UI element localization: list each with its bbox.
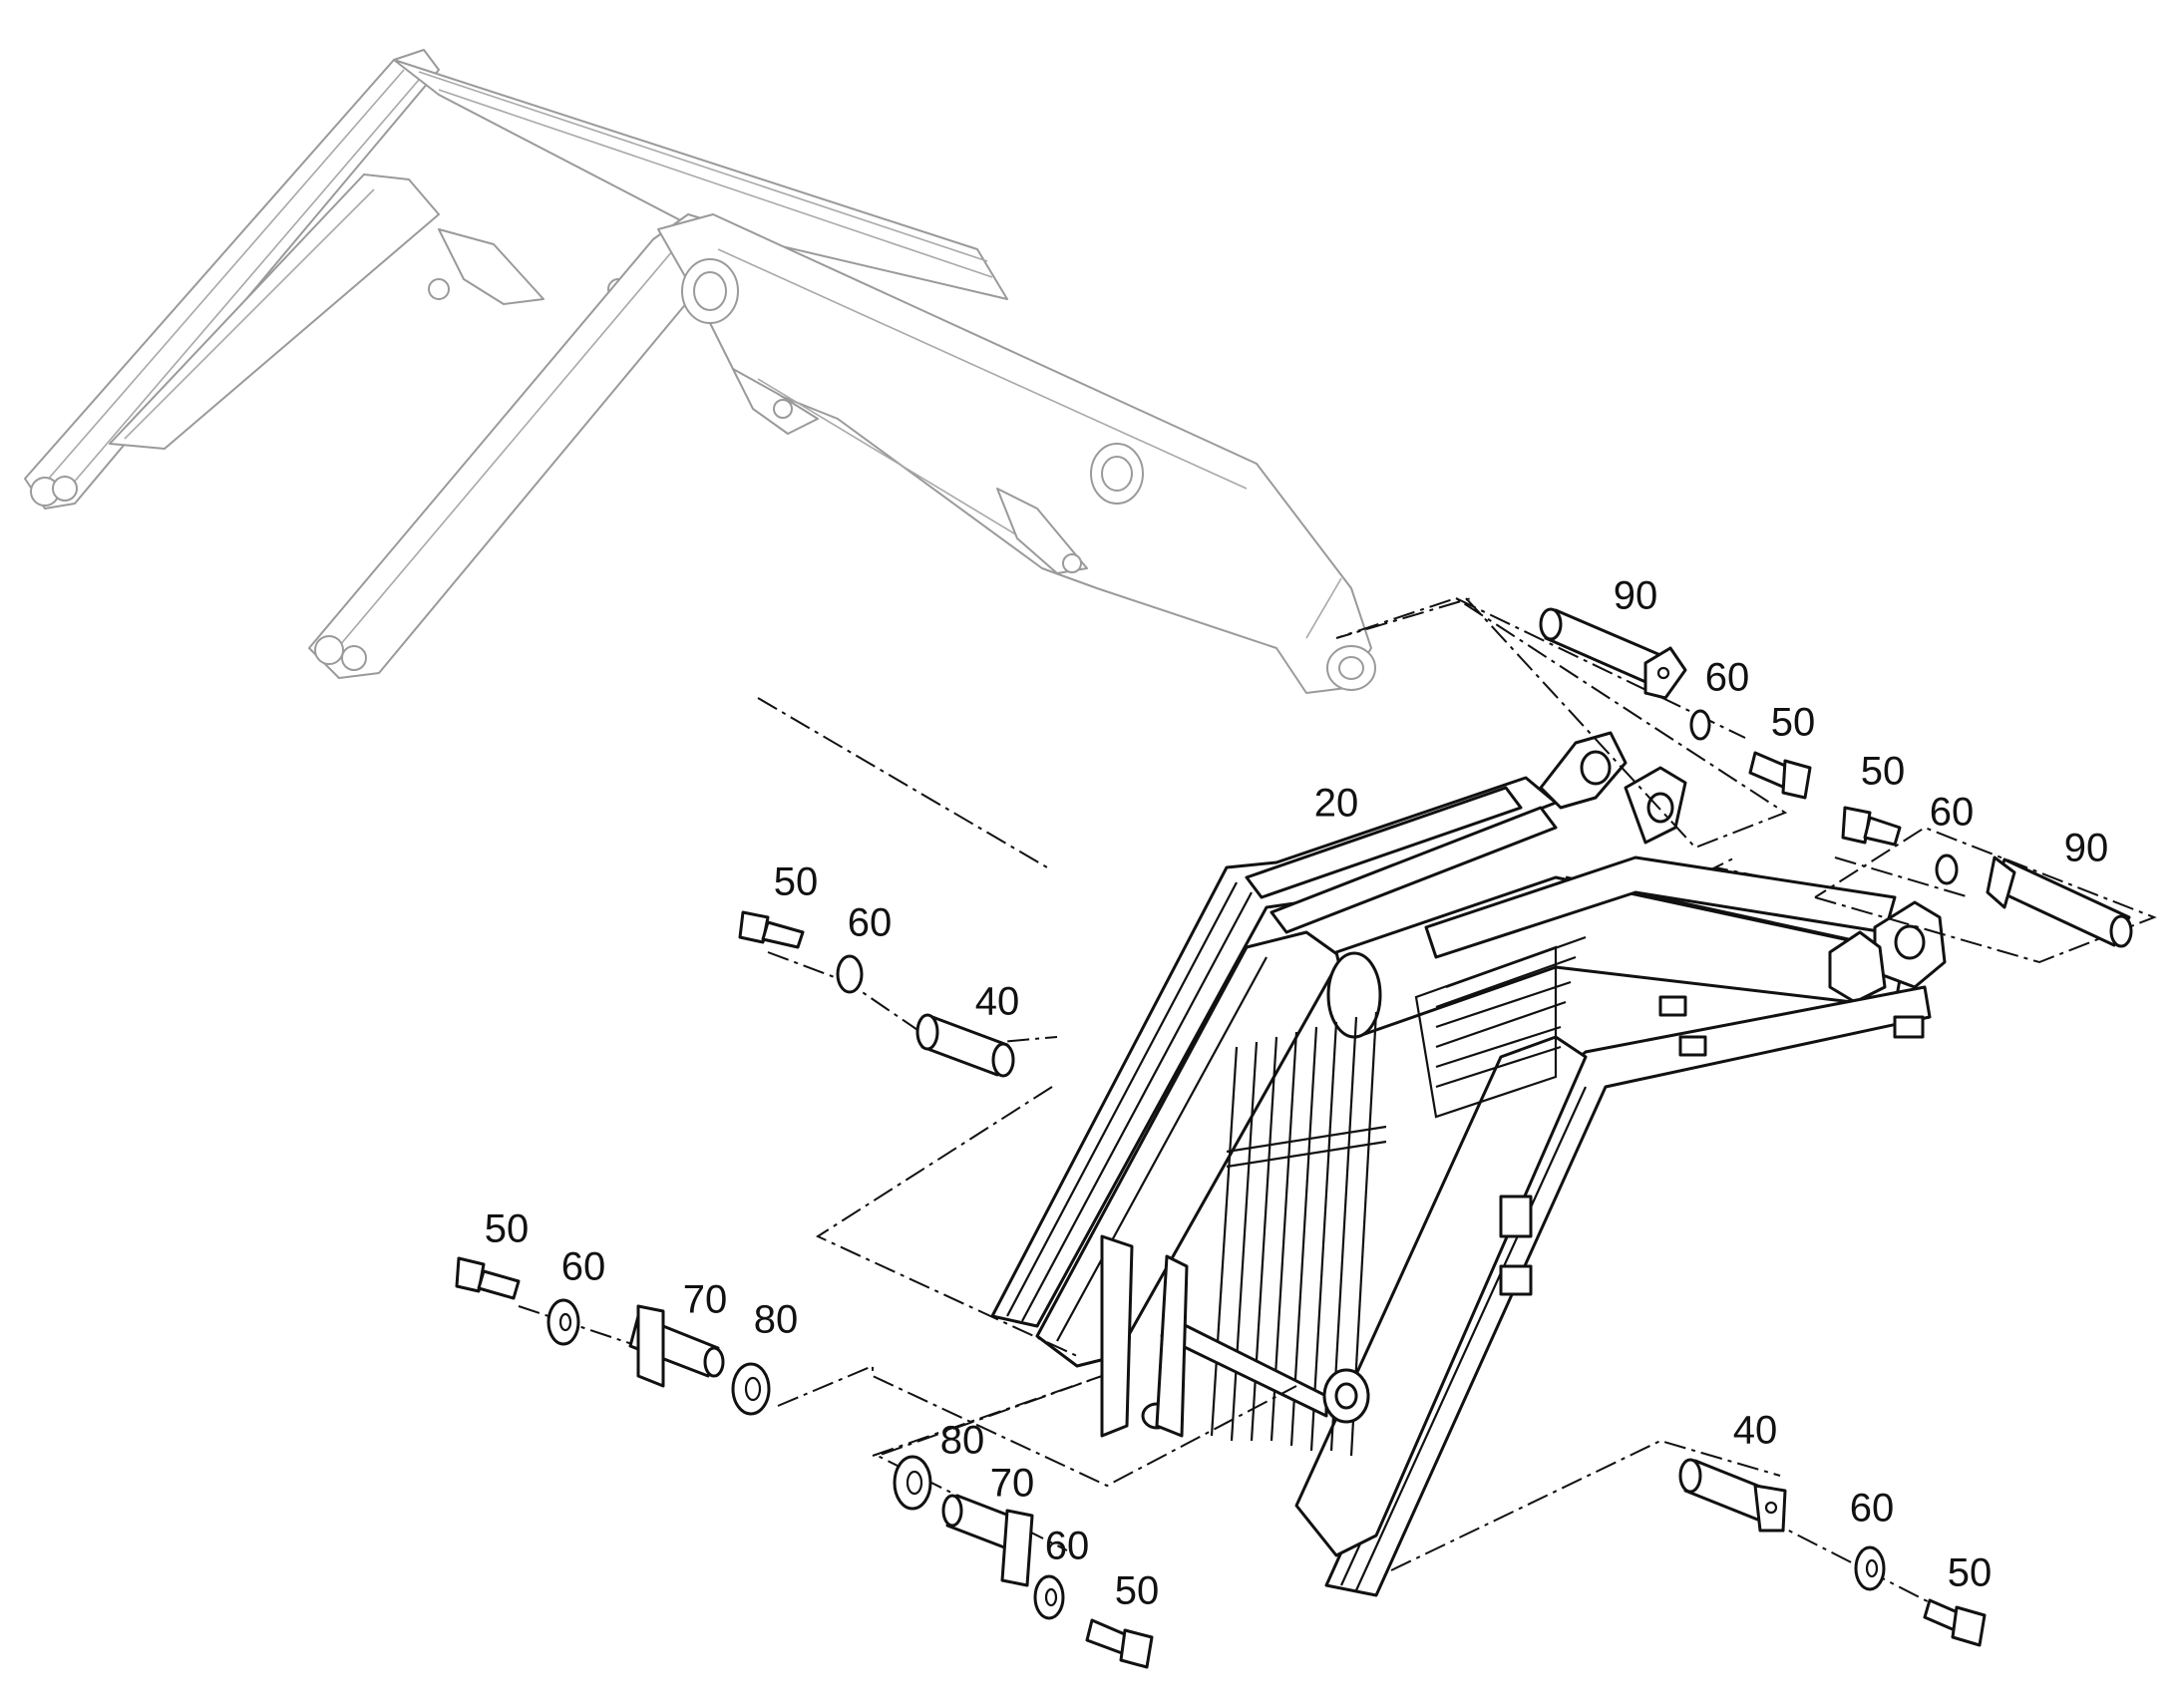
callout-80-lower-left: 80 (754, 1298, 799, 1342)
washer-60-lower-center (1033, 1574, 1065, 1620)
bolt-50-lower-center (1085, 1618, 1154, 1669)
callout-60-lower-center: 60 (1045, 1525, 1090, 1568)
callout-60-mid-left: 60 (848, 901, 893, 945)
pin-90-upper (1539, 607, 1687, 700)
callout-80-lower-center: 80 (940, 1419, 985, 1463)
washer-60-mid-left (836, 954, 864, 994)
callout-50-lower-left: 50 (485, 1207, 530, 1251)
washer-80-lower-left (731, 1362, 771, 1416)
tines-group (1414, 935, 1587, 1119)
callout-40-left: 40 (975, 980, 1020, 1024)
washer-80-lower-center (893, 1455, 932, 1511)
bolt-50-mid-left (738, 910, 805, 949)
loader-arm-ghost (24, 49, 1376, 694)
callout-90-upper: 90 (1614, 574, 1658, 618)
callout-60-lower-left: 60 (561, 1245, 606, 1289)
bolt-50-upper (1748, 751, 1812, 800)
washer-60-right (1935, 854, 1959, 885)
pin-40-left (915, 1013, 1015, 1078)
washer-60-upper (1689, 709, 1711, 741)
callout-60-upper: 60 (1705, 656, 1750, 700)
bolt-50-lower-right (1923, 1598, 1987, 1647)
callout-50-lower-right: 50 (1948, 1551, 1993, 1595)
callout-60-lower-right: 60 (1850, 1487, 1895, 1531)
callout-50-lower-center: 50 (1115, 1569, 1160, 1613)
callout-20: 20 (1314, 782, 1359, 826)
callouts: 20 90 60 50 50 60 90 50 60 40 50 60 70 8… (485, 574, 2109, 1613)
pin-70-lower-center (941, 1494, 1034, 1587)
pin-90-right (1986, 855, 2133, 948)
callout-70-lower-left: 70 (683, 1278, 728, 1322)
bolt-50-lower-left (455, 1256, 521, 1300)
pin-70-lower-left (628, 1304, 725, 1388)
callout-90-right: 90 (2064, 827, 2109, 870)
callout-60-right: 60 (1930, 791, 1975, 835)
callout-50-right: 50 (1861, 750, 1906, 794)
callout-50-mid-left: 50 (774, 860, 819, 904)
pin-40-right (1678, 1458, 1787, 1533)
bolt-50-right (1841, 806, 1902, 847)
callout-70-lower-center: 70 (990, 1462, 1035, 1506)
callout-50-upper: 50 (1771, 701, 1816, 745)
washer-60-lower-left (546, 1298, 580, 1346)
washer-60-lower-right (1854, 1545, 1886, 1591)
attachment-frame (990, 731, 1947, 1597)
callout-40-right: 40 (1733, 1409, 1778, 1453)
